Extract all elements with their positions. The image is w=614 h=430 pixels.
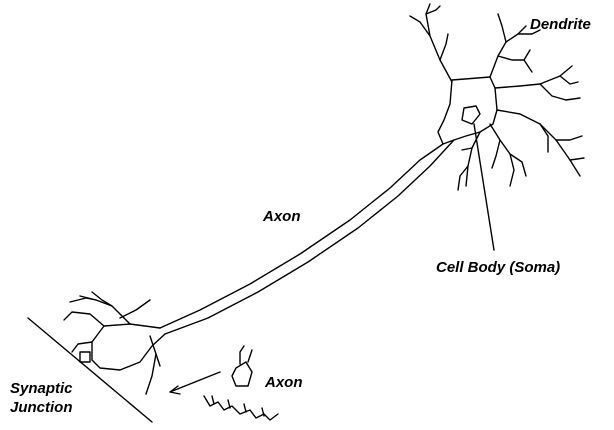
synaptic-knob [80, 352, 90, 362]
nucleus-shape [462, 106, 480, 124]
axon-terminal-label: Axon [265, 374, 303, 391]
cell-body-outline [438, 77, 497, 144]
cell-body-label: Cell Body (Soma) [436, 259, 560, 276]
dendrite-label: Dendrite [530, 16, 591, 33]
junction-label: Junction [10, 399, 73, 416]
comb-fibers [204, 396, 278, 420]
axon-label: Axon [263, 208, 301, 225]
cell-body-pointer-line [474, 124, 494, 250]
arrow-line [170, 372, 220, 392]
synaptic-label: Synaptic [10, 380, 73, 397]
axon-upper-edge [160, 144, 443, 328]
small-axon-blob [232, 362, 252, 386]
terminal-branches [64, 292, 160, 394]
